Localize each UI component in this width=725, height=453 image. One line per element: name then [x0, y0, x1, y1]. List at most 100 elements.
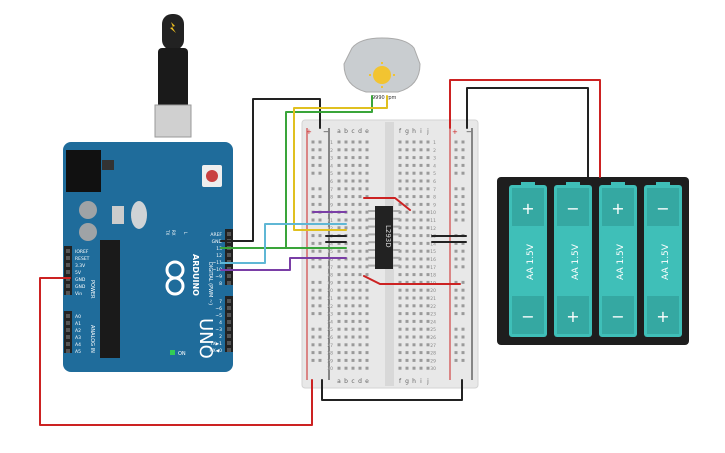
- breadboard-hole[interactable]: [337, 273, 341, 277]
- breadboard-hole[interactable]: [405, 288, 409, 292]
- rail-hole[interactable]: [318, 343, 322, 347]
- rail-hole[interactable]: [461, 140, 465, 144]
- breadboard-hole[interactable]: [405, 140, 409, 144]
- breadboard-hole[interactable]: [365, 195, 369, 199]
- breadboard-hole[interactable]: [344, 163, 348, 167]
- breadboard-hole[interactable]: [426, 312, 430, 316]
- rail-hole[interactable]: [461, 148, 465, 152]
- header-pin[interactable]: [227, 281, 231, 285]
- breadboard-hole[interactable]: [426, 296, 430, 300]
- breadboard-hole[interactable]: [412, 187, 416, 191]
- breadboard-hole[interactable]: [365, 343, 369, 347]
- header-pin[interactable]: [227, 320, 231, 324]
- rail-hole[interactable]: [461, 327, 465, 331]
- breadboard-hole[interactable]: [351, 265, 355, 269]
- breadboard-hole[interactable]: [337, 163, 341, 167]
- breadboard-hole[interactable]: [412, 171, 416, 175]
- rail-hole[interactable]: [454, 358, 458, 362]
- breadboard-hole[interactable]: [337, 288, 341, 292]
- breadboard-hole[interactable]: [358, 156, 362, 160]
- rail-hole[interactable]: [318, 335, 322, 339]
- breadboard-hole[interactable]: [398, 257, 402, 261]
- breadboard-hole[interactable]: [351, 312, 355, 316]
- rail-hole[interactable]: [311, 148, 315, 152]
- breadboard-hole[interactable]: [405, 335, 409, 339]
- breadboard-hole[interactable]: [398, 358, 402, 362]
- breadboard-hole[interactable]: [365, 163, 369, 167]
- header-pin[interactable]: [227, 299, 231, 303]
- breadboard-hole[interactable]: [351, 140, 355, 144]
- rail-hole[interactable]: [318, 288, 322, 292]
- header-pin[interactable]: [66, 284, 70, 288]
- breadboard-hole[interactable]: [398, 327, 402, 331]
- rail-hole[interactable]: [318, 241, 322, 245]
- breadboard-hole[interactable]: [344, 366, 348, 370]
- rail-hole[interactable]: [318, 195, 322, 199]
- rail-hole[interactable]: [454, 343, 458, 347]
- breadboard-hole[interactable]: [344, 319, 348, 323]
- rail-hole[interactable]: [454, 210, 458, 214]
- breadboard-hole[interactable]: [344, 288, 348, 292]
- breadboard-hole[interactable]: [351, 163, 355, 167]
- breadboard-hole[interactable]: [365, 327, 369, 331]
- breadboard-hole[interactable]: [344, 241, 348, 245]
- rail-hole[interactable]: [311, 234, 315, 238]
- breadboard-hole[interactable]: [426, 343, 430, 347]
- breadboard-hole[interactable]: [426, 148, 430, 152]
- breadboard-hole[interactable]: [426, 218, 430, 222]
- usb-cable[interactable]: [154, 14, 192, 138]
- breadboard-hole[interactable]: [337, 366, 341, 370]
- breadboard-hole[interactable]: [358, 327, 362, 331]
- breadboard-hole[interactable]: [419, 187, 423, 191]
- breadboard-hole[interactable]: [412, 319, 416, 323]
- breadboard-hole[interactable]: [398, 218, 402, 222]
- breadboard-hole[interactable]: [351, 249, 355, 253]
- breadboard-hole[interactable]: [405, 304, 409, 308]
- breadboard-hole[interactable]: [365, 179, 369, 183]
- header-pin[interactable]: [227, 306, 231, 310]
- rail-hole[interactable]: [461, 304, 465, 308]
- breadboard-hole[interactable]: [337, 195, 341, 199]
- breadboard-hole[interactable]: [337, 148, 341, 152]
- digital-header-low[interactable]: [225, 296, 233, 352]
- breadboard-hole[interactable]: [365, 202, 369, 206]
- breadboard-hole[interactable]: [419, 202, 423, 206]
- breadboard-hole[interactable]: [344, 296, 348, 300]
- breadboard-hole[interactable]: [351, 366, 355, 370]
- breadboard-hole[interactable]: [344, 343, 348, 347]
- breadboard-hole[interactable]: [365, 218, 369, 222]
- breadboard-hole[interactable]: [426, 187, 430, 191]
- breadboard-hole[interactable]: [412, 148, 416, 152]
- rail-hole[interactable]: [461, 288, 465, 292]
- breadboard-hole[interactable]: [365, 280, 369, 284]
- breadboard-hole[interactable]: [412, 296, 416, 300]
- breadboard-hole[interactable]: [358, 265, 362, 269]
- breadboard-hole[interactable]: [405, 163, 409, 167]
- rail-hole[interactable]: [318, 265, 322, 269]
- breadboard-hole[interactable]: [412, 156, 416, 160]
- rail-hole[interactable]: [461, 241, 465, 245]
- breadboard-hole[interactable]: [426, 179, 430, 183]
- breadboard-hole[interactable]: [419, 171, 423, 175]
- breadboard-hole[interactable]: [358, 195, 362, 199]
- breadboard-hole[interactable]: [405, 319, 409, 323]
- breadboard-hole[interactable]: [358, 351, 362, 355]
- breadboard-hole[interactable]: [358, 273, 362, 277]
- rail-hole[interactable]: [318, 312, 322, 316]
- breadboard-hole[interactable]: [405, 351, 409, 355]
- breadboard-hole[interactable]: [358, 312, 362, 316]
- breadboard-hole[interactable]: [405, 202, 409, 206]
- breadboard-hole[interactable]: [405, 265, 409, 269]
- breadboard-hole[interactable]: [426, 327, 430, 331]
- wire-purple-pin10[interactable]: [220, 257, 347, 271]
- breadboard-hole[interactable]: [351, 195, 355, 199]
- breadboard-hole[interactable]: [405, 327, 409, 331]
- breadboard-hole[interactable]: [351, 241, 355, 245]
- header-pin[interactable]: [227, 341, 231, 345]
- breadboard-hole[interactable]: [337, 280, 341, 284]
- breadboard-hole[interactable]: [358, 343, 362, 347]
- breadboard-hole[interactable]: [344, 312, 348, 316]
- breadboard-hole[interactable]: [412, 288, 416, 292]
- rail-hole[interactable]: [461, 296, 465, 300]
- breadboard-hole[interactable]: [358, 296, 362, 300]
